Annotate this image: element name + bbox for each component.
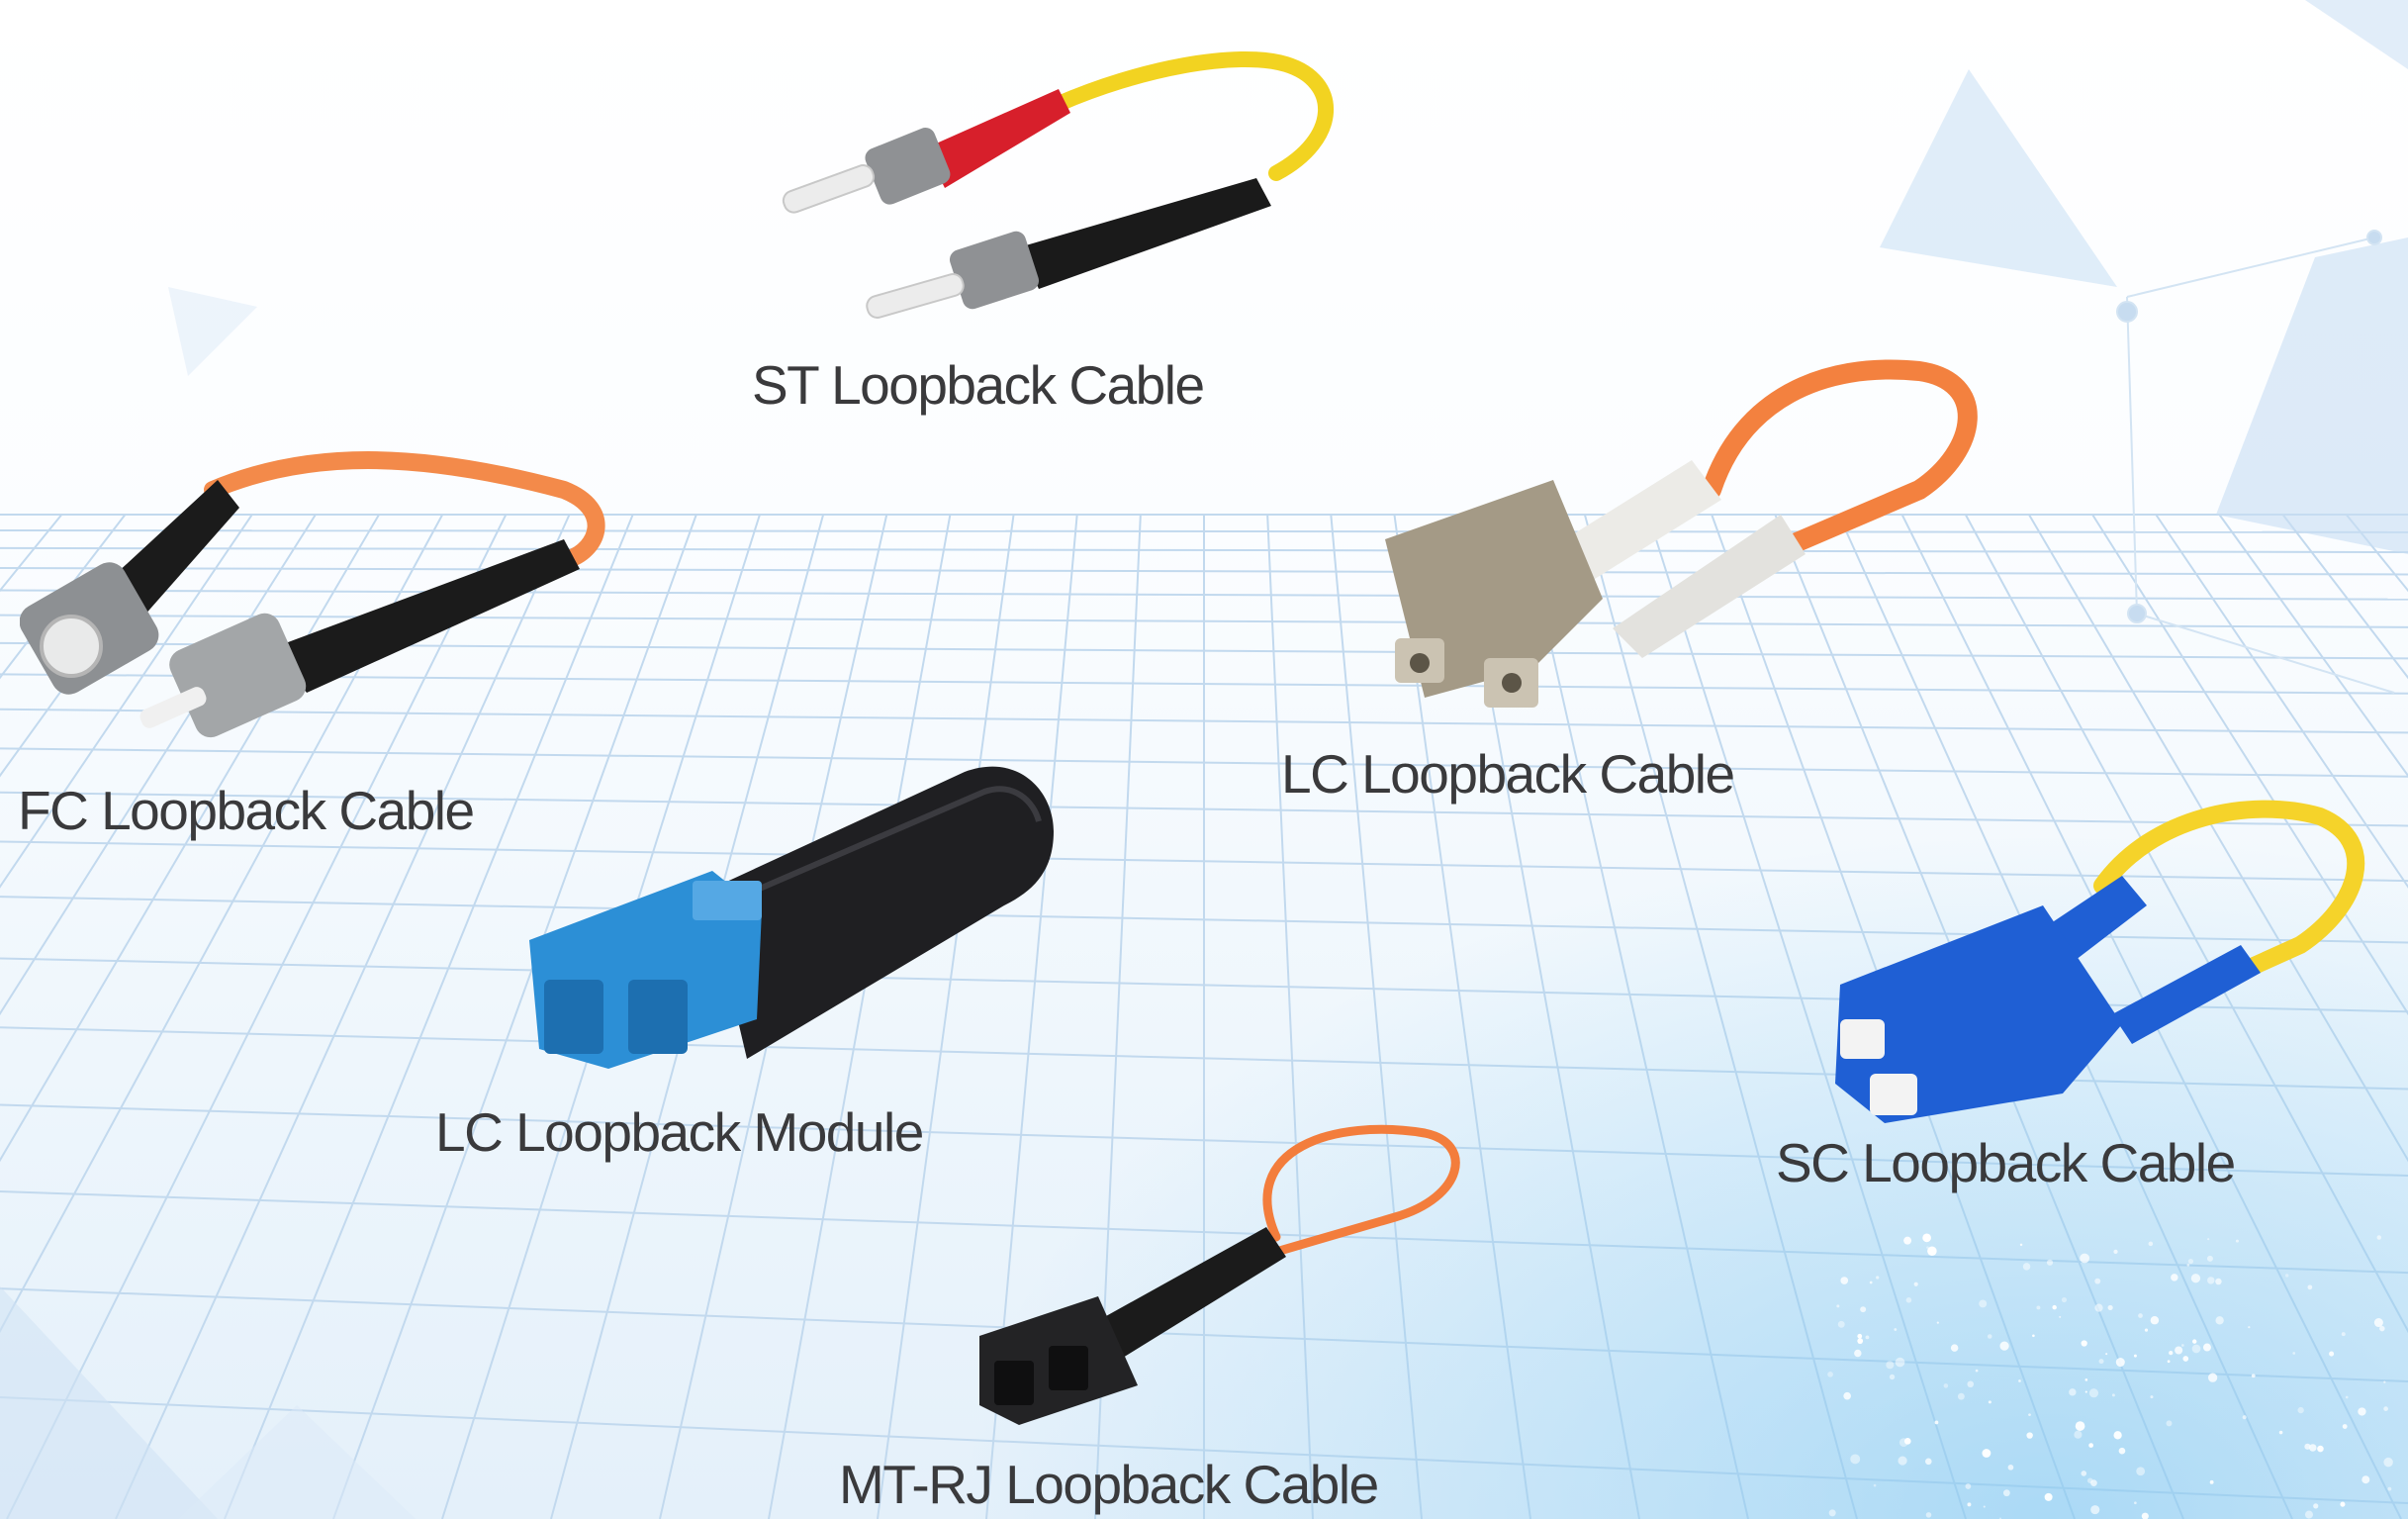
lc-loopback-cable-image — [1385, 359, 1978, 708]
triangle-decoration — [168, 287, 257, 376]
fc-loopback-cable-image — [20, 451, 605, 738]
product-label: LC Loopback Cable — [1281, 743, 1735, 805]
st-loopback-cable-image — [782, 51, 1334, 319]
triangle-decoration — [1880, 69, 2117, 287]
sparkle-decoration — [1827, 1233, 2393, 1519]
product-label: LC Loopback Module — [435, 1101, 924, 1163]
product-label: FC Loopback Cable — [18, 780, 475, 841]
mtrj-loopback-cable-image — [979, 1124, 1460, 1425]
sc-loopback-cable-image — [1835, 800, 2365, 1123]
triangle-decoration — [0, 1286, 218, 1519]
triangle-decoration — [2305, 0, 2408, 69]
lc-loopback-module-image — [529, 766, 1054, 1069]
triangle-decoration — [2216, 237, 2408, 554]
product-label: SC Loopback Cable — [1776, 1132, 2236, 1193]
product-label: ST Loopback Cable — [752, 354, 1205, 416]
triangle-decoration — [178, 1405, 416, 1519]
product-label: MT-RJ Loopback Cable — [839, 1454, 1379, 1515]
